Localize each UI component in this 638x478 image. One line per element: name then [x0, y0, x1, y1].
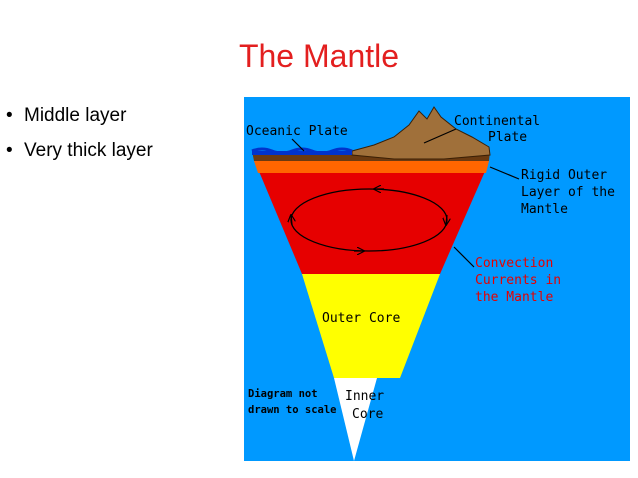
bullet-text: Middle layer: [24, 105, 127, 126]
slide-title: The Mantle: [238, 38, 400, 74]
inner-core: [334, 378, 377, 461]
bullet-list: • Middle layer • Very thick layer: [6, 104, 153, 174]
outer-core: [302, 274, 440, 378]
bullet-item: • Middle layer: [6, 104, 153, 128]
oceanic-plate: [252, 151, 352, 155]
convection-arrow: [446, 214, 447, 225]
scale-note-2: drawn to scale: [248, 404, 337, 416]
bullet-text: Very thick layer: [24, 140, 153, 161]
continental-plate: [351, 106, 491, 160]
inner-core-label-2: Core: [352, 407, 383, 422]
outer-core-label: Outer Core: [322, 311, 400, 326]
bullet-icon: •: [6, 140, 13, 161]
convection-arrow: [291, 215, 292, 226]
leader-line: [453, 246, 475, 268]
convection-label-2: Currents in: [475, 273, 561, 288]
mantle-layer: [258, 169, 486, 274]
leader-line: [423, 128, 457, 144]
rigid-outer-layer: [254, 161, 489, 173]
inner-core-label-1: Inner: [345, 389, 384, 404]
continental-plate-label-2: Plate: [488, 130, 527, 145]
oceanic-plate-label: Oceanic Plate: [246, 124, 348, 139]
scale-note-1: Diagram not: [248, 388, 318, 400]
bullet-item: • Very thick layer: [6, 139, 153, 163]
bullet-icon: •: [6, 105, 13, 126]
rigid-outer-label-3: Mantle: [521, 202, 568, 217]
leader-line: [291, 138, 305, 152]
rigid-outer-label-2: Layer of the: [521, 185, 615, 200]
rigid-outer-label-1: Rigid Outer: [521, 168, 607, 183]
leader-line: [489, 166, 520, 180]
continental-plate-label-1: Continental: [454, 114, 540, 129]
convection-label-1: Convection: [475, 256, 553, 271]
earth-layers-diagram: Oceanic Plate Continental Plate Rigid Ou…: [244, 97, 630, 461]
convection-label-3: the Mantle: [475, 290, 553, 305]
